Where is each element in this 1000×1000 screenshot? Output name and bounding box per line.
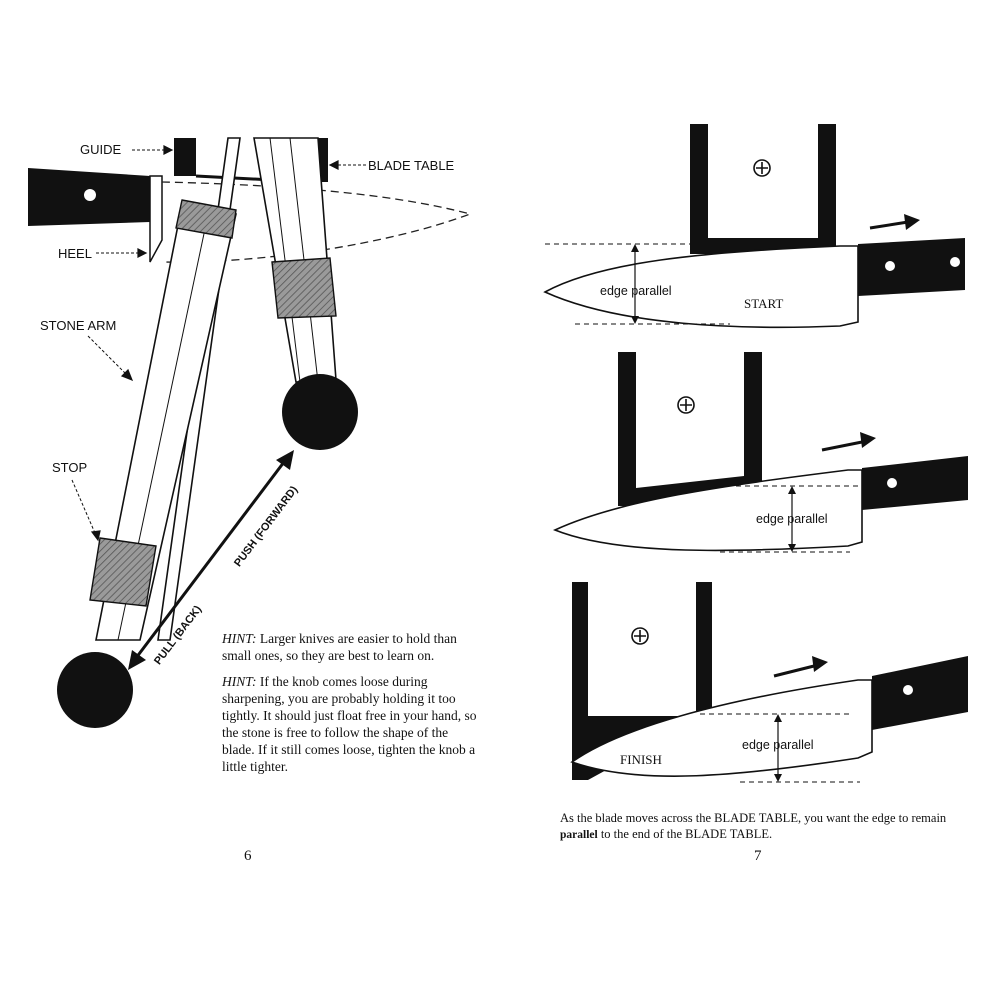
hint-paragraph: HINT: Larger knives are easier to hold t… bbox=[222, 630, 482, 664]
stop-label: STOP bbox=[52, 460, 88, 475]
heel-label: HEEL bbox=[58, 246, 92, 261]
hint-text: If the knob comes loose during sharpenin… bbox=[222, 674, 477, 774]
hint-text: Larger knives are easier to hold than sm… bbox=[222, 631, 457, 663]
edge-parallel-label: edge parallel bbox=[600, 284, 672, 298]
caption-text-end: to the end of the BLADE TABLE. bbox=[597, 827, 773, 841]
right-page-caption: As the blade moves across the BLADE TABL… bbox=[560, 810, 970, 843]
diagram-start bbox=[543, 124, 965, 329]
push-pull-arrow bbox=[128, 450, 294, 670]
page-number-right: 7 bbox=[754, 848, 762, 864]
blade-table-label: BLADE TABLE bbox=[368, 158, 455, 173]
stone-arm-left bbox=[57, 137, 241, 728]
edge-parallel-label: edge parallel bbox=[742, 738, 814, 752]
guide-bar bbox=[174, 138, 196, 176]
guide-label: GUIDE bbox=[80, 142, 122, 157]
finish-label: FINISH bbox=[620, 752, 662, 767]
hint-title: HINT: bbox=[222, 631, 257, 646]
caption-text: As the blade moves across the BLADE TABL… bbox=[560, 811, 947, 825]
edge-parallel-label: edge parallel bbox=[756, 512, 828, 526]
page-number-left: 6 bbox=[244, 848, 252, 864]
hint-paragraph: HINT: If the knob comes loose during sha… bbox=[222, 673, 482, 775]
hints-block: HINT: Larger knives are easier to hold t… bbox=[222, 630, 482, 784]
start-label: START bbox=[744, 296, 784, 311]
stone-arm-right bbox=[253, 137, 358, 450]
hint-title: HINT: bbox=[222, 674, 257, 689]
diagram-middle bbox=[552, 352, 968, 553]
stone-arm-label: STONE ARM bbox=[40, 318, 117, 333]
knife-handle bbox=[28, 168, 163, 263]
diagram-finish bbox=[570, 582, 968, 783]
knife-blade-outline bbox=[161, 181, 473, 263]
caption-emphasis: parallel bbox=[560, 829, 598, 841]
